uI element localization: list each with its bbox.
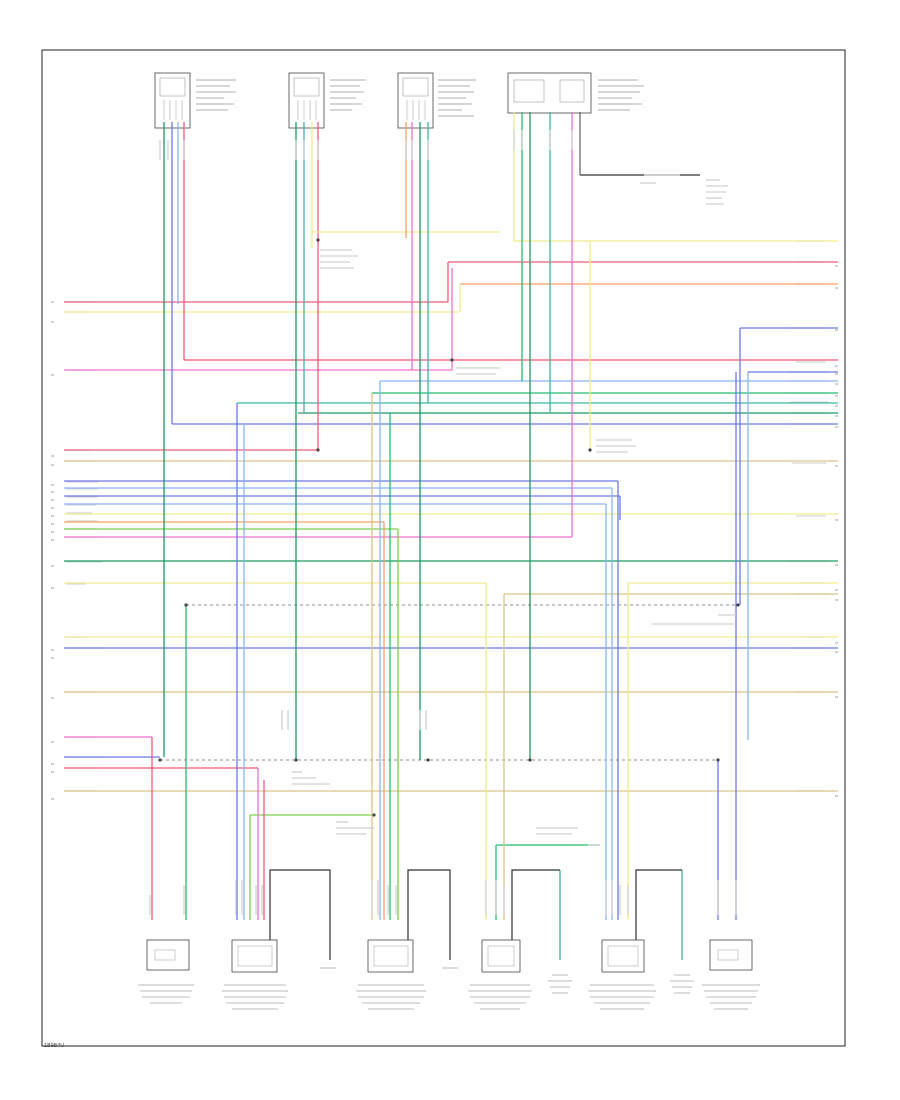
bottom-component-3 — [356, 869, 458, 1010]
top-connector-3 — [397, 72, 476, 129]
top-connector-1 — [154, 72, 236, 129]
annotation-blocks — [281, 174, 736, 846]
top-connector-4 — [507, 72, 644, 114]
ground-bus-lines — [160, 604, 738, 761]
bottom-component-2 — [222, 869, 336, 1010]
bottom-component-4 — [468, 869, 572, 1010]
vertical-wires — [151, 112, 749, 960]
bottom-wire-tags — [149, 130, 737, 915]
bottom-component-6 — [702, 939, 760, 1010]
figure-id: 1B9B4U — [44, 1043, 65, 1049]
bottom-component-1 — [138, 939, 194, 1004]
right-pin-marks — [835, 240, 838, 797]
top-connector-2 — [288, 72, 366, 129]
splice-points — [158, 238, 740, 817]
horizontal-wires — [64, 174, 838, 846]
bottom-component-5 — [588, 869, 694, 1010]
diagram-frame — [41, 49, 846, 1047]
left-pin-marks — [51, 301, 54, 800]
left-edge-labels — [66, 301, 104, 792]
right-edge-labels — [788, 240, 828, 792]
